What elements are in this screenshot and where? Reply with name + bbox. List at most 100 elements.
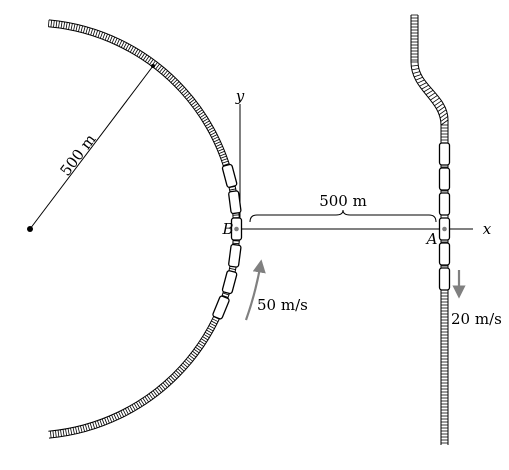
curved-track-tie	[103, 33, 106, 40]
y-axis-label: y	[235, 87, 245, 105]
curved-track-tie	[135, 49, 139, 55]
train-a-car	[440, 243, 450, 265]
curved-track-tie	[208, 127, 214, 130]
curved-track-tie	[58, 430, 59, 437]
curved-track-tie	[210, 323, 216, 326]
train-car-body	[212, 295, 230, 319]
curved-track-tie	[206, 125, 212, 129]
curved-track-tie	[97, 421, 99, 428]
curved-track-tie	[130, 46, 134, 52]
curved-track-tie	[95, 421, 97, 428]
curved-track-tie	[216, 144, 222, 147]
straight-track-tie	[416, 77, 423, 80]
point-b-label: B	[221, 220, 233, 238]
curved-track-tie	[109, 416, 112, 423]
separation-brace	[250, 210, 436, 222]
train-car-center-dot	[234, 227, 239, 232]
train-car-body	[222, 164, 237, 188]
straight-track-tie	[424, 88, 431, 92]
curved-track-tie	[85, 424, 87, 431]
train-car-body	[440, 268, 450, 290]
curved-track-tie	[217, 146, 223, 149]
curved-track-tie	[66, 22, 67, 29]
curved-track-tie	[209, 325, 215, 328]
curved-track-tie	[132, 405, 136, 411]
radius-label: 500 m	[56, 131, 99, 180]
curved-track-tie	[112, 37, 115, 43]
train-car-body	[440, 168, 450, 190]
curved-track-tie	[132, 48, 136, 54]
curved-track-tie	[81, 26, 83, 33]
curved-track-tie	[54, 20, 55, 27]
curved-track-tie	[118, 412, 121, 418]
straight-track-tie	[426, 90, 433, 94]
curved-track	[48, 20, 240, 438]
curved-track-tie	[71, 23, 72, 30]
train-b-car	[228, 191, 241, 214]
train-a-car	[440, 168, 450, 190]
point-a-label: A	[425, 230, 438, 248]
curved-track-tie	[123, 410, 126, 416]
straight-track-tie	[412, 69, 419, 70]
curved-track-tie	[63, 429, 64, 436]
curved-track-tie	[61, 22, 62, 29]
straight-track-tie	[436, 104, 443, 109]
curved-track-tie	[114, 414, 117, 420]
train-a-car	[440, 193, 450, 215]
straight-track-tie	[438, 107, 445, 112]
curved-track-tie	[204, 121, 210, 125]
curved-track-tie	[68, 428, 69, 435]
curved-track-tie	[125, 408, 128, 414]
curved-track-tie	[73, 427, 75, 434]
curved-track-tie	[114, 38, 117, 44]
straight-track-tie	[435, 101, 442, 106]
train-b-car	[222, 164, 237, 188]
curved-track-tie	[213, 139, 219, 142]
curved-track-tie	[59, 21, 60, 28]
straight-track-tie	[430, 95, 437, 100]
curved-track-tie	[105, 34, 108, 41]
curved-track-tie	[220, 156, 227, 158]
curved-track-tie	[102, 419, 105, 426]
train-a-car	[440, 268, 450, 290]
straight-track-tie	[422, 85, 429, 89]
curved-track-tie	[116, 413, 119, 419]
curved-track-tie	[56, 21, 57, 28]
train-car-body	[440, 193, 450, 215]
curved-track-tie	[130, 406, 133, 412]
curved-track-tie	[229, 268, 236, 269]
speed-a-label: 20 m/s	[451, 310, 502, 328]
curved-track-tie	[105, 418, 108, 425]
radius-endpoint	[151, 64, 155, 68]
curved-track-tie	[218, 149, 224, 152]
curved-track-tie	[64, 22, 65, 29]
curved-track-tie	[93, 422, 95, 429]
curved-track-tie	[221, 159, 228, 161]
curved-track-tie	[211, 321, 217, 324]
straight-track-tie	[411, 65, 418, 66]
train-car-body	[228, 244, 241, 267]
curved-track-tie	[212, 137, 218, 140]
curved-track-tie	[205, 332, 211, 336]
curved-track-tie	[53, 431, 54, 438]
curved-track-tie	[110, 36, 113, 43]
curved-track-tie	[210, 132, 216, 135]
curved-track-tie	[219, 151, 226, 154]
curved-track-tie	[100, 420, 102, 427]
curved-track-tie	[212, 319, 218, 322]
curved-track-tie	[206, 330, 212, 333]
curved-track-tie	[219, 154, 226, 157]
curved-track-tie	[69, 23, 70, 30]
straight-track-tie	[418, 80, 425, 83]
axes	[240, 104, 473, 229]
straight-track-tie	[428, 93, 435, 98]
curved-track-tie	[51, 20, 52, 27]
curved-track-tie	[123, 43, 126, 49]
curved-track-tie	[90, 423, 92, 430]
straight-track-tie	[420, 83, 427, 87]
curved-track-tie	[98, 31, 100, 38]
curved-track-tie	[126, 44, 129, 50]
curved-track-tie	[74, 24, 76, 31]
train-b	[212, 164, 241, 320]
